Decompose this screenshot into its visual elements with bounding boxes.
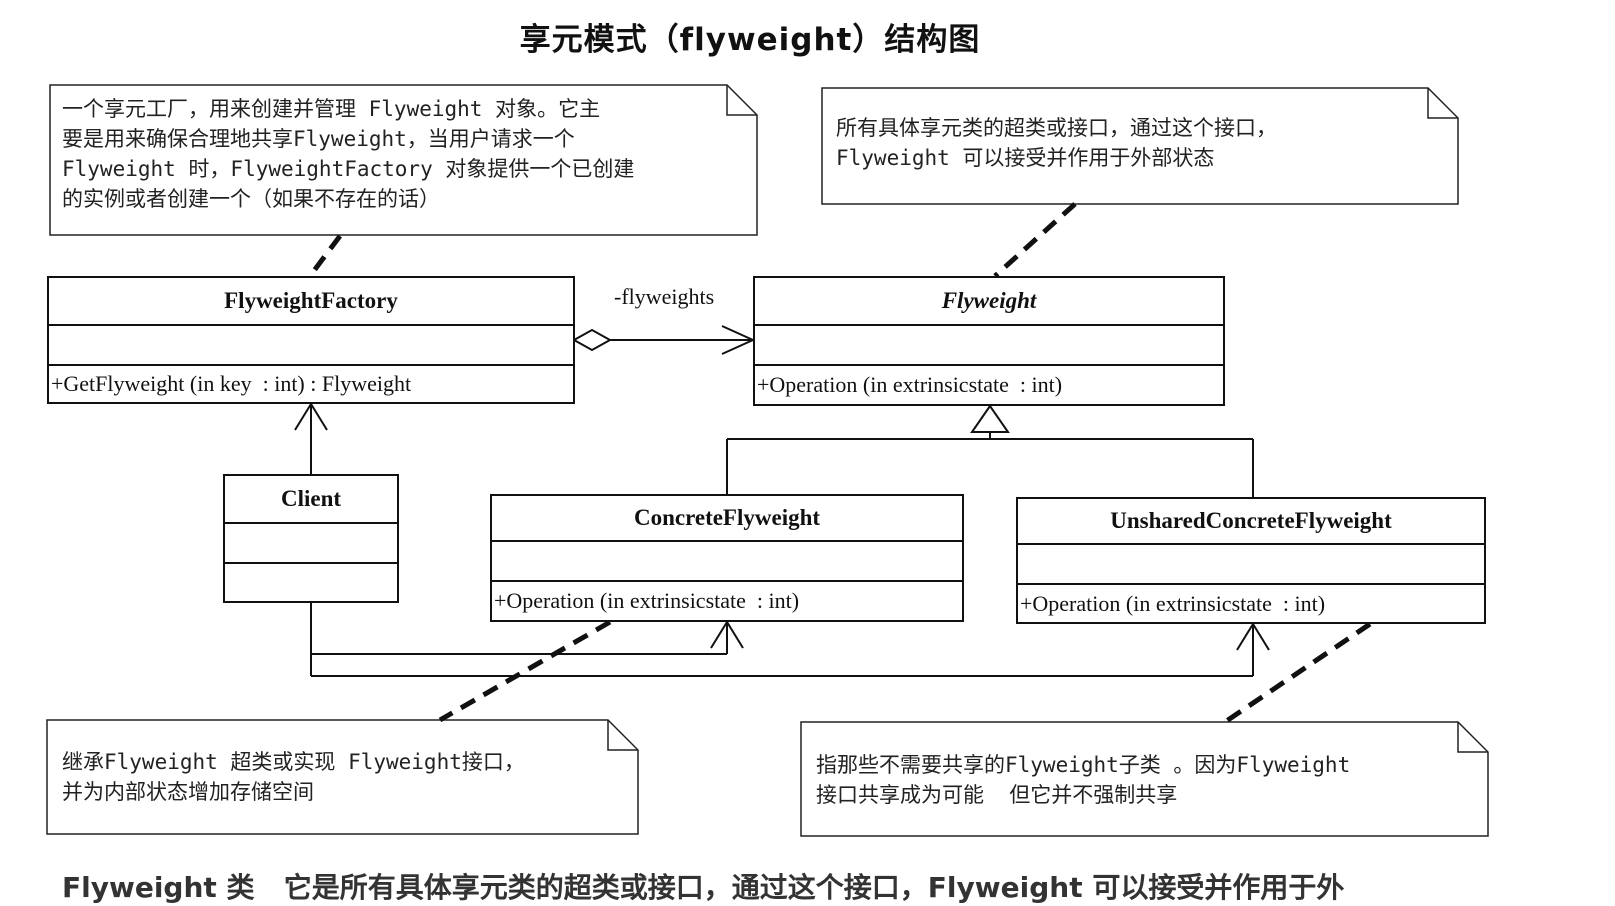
factory-note-fold [726, 85, 757, 116]
generalization [726, 404, 1254, 497]
aggregation-diamond [571, 328, 613, 352]
client-attributes [225, 524, 397, 564]
client-factory-association [294, 402, 328, 474]
unshared-concrete-flyweight-attributes [1018, 545, 1484, 585]
concrete-note-anchor [438, 619, 612, 723]
unshared-note-anchor [1223, 621, 1372, 725]
concrete-flyweight-attributes [492, 542, 962, 582]
concrete-flyweight-name: ConcreteFlyweight [492, 496, 962, 542]
factory-note-anchor [308, 234, 342, 278]
concrete-flyweight-class: ConcreteFlyweight +Operation (in extrins… [490, 494, 964, 622]
note-anchors [308, 202, 1372, 725]
unshared-concrete-flyweight-class: UnsharedConcreteFlyweight +Operation (in… [1016, 497, 1486, 624]
flyweight-note-shape [821, 87, 1459, 205]
client-name: Client [225, 476, 397, 524]
client-operations [225, 564, 397, 601]
client-class: Client [223, 474, 399, 603]
unshared-note-shape [800, 721, 1489, 837]
generalization-triangle [970, 404, 1010, 433]
footer-text: Flyweight 类 它是所有具体享元类的超类或接口，通过这个接口，Flywe… [62, 871, 1345, 904]
flyweight-name: Flyweight [755, 278, 1223, 326]
unshared-concrete-flyweight-name: UnsharedConcreteFlyweight [1018, 499, 1484, 545]
concrete-arrowhead [710, 620, 744, 649]
aggregation-association [571, 325, 756, 355]
flyweight-class: Flyweight +Operation (in extrinsicstate … [753, 276, 1225, 406]
flyweight-factory-operation: +GetFlyweight (in key : int) : Flyweight [51, 371, 412, 396]
client-dependencies [310, 603, 1270, 677]
unshared-concrete-flyweight-operation: +Operation (in extrinsicstate : int) [1020, 590, 1326, 616]
flyweight-factory-attributes [49, 326, 573, 366]
flyweight-factory-class: FlyweightFactory +GetFlyweight (in key :… [47, 276, 575, 404]
unshared-arrowhead [1236, 622, 1270, 651]
concrete-flyweight-operation: +Operation (in extrinsicstate : int) [494, 588, 800, 613]
factory-note-shape [49, 84, 758, 236]
concrete-note-shape [46, 719, 639, 835]
flyweight-note-text: 所有具体享元类的超类或接口，通过这个接口， Flyweight 可以接受并作用于… [836, 116, 1277, 170]
unshared-note-text: 指那些不需要共享的Flyweight子类 。因为Flyweight 接口共享成为… [816, 753, 1351, 807]
association-label: -flyweights [614, 284, 715, 309]
flyweight-factory-name: FlyweightFactory [49, 278, 573, 326]
concrete-note-fold [607, 720, 638, 751]
flyweight-attributes [755, 326, 1223, 366]
concrete-note-text: 继承Flyweight 超类或实现 Flyweight接口， 并为内部状态增加存… [62, 750, 525, 804]
diagram-title: 享元模式（flyweight）结构图 [519, 22, 981, 58]
flyweight-operation: +Operation (in extrinsicstate : int) [757, 372, 1063, 397]
flyweight-note-fold [1427, 88, 1458, 119]
unshared-note-fold [1457, 722, 1488, 753]
flyweight-note-anchor [993, 202, 1077, 278]
note-shapes [46, 84, 1489, 837]
factory-note-text: 一个享元工厂，用来创建并管理 Flyweight 对象。它主 要是用来确保合理地… [62, 97, 635, 211]
